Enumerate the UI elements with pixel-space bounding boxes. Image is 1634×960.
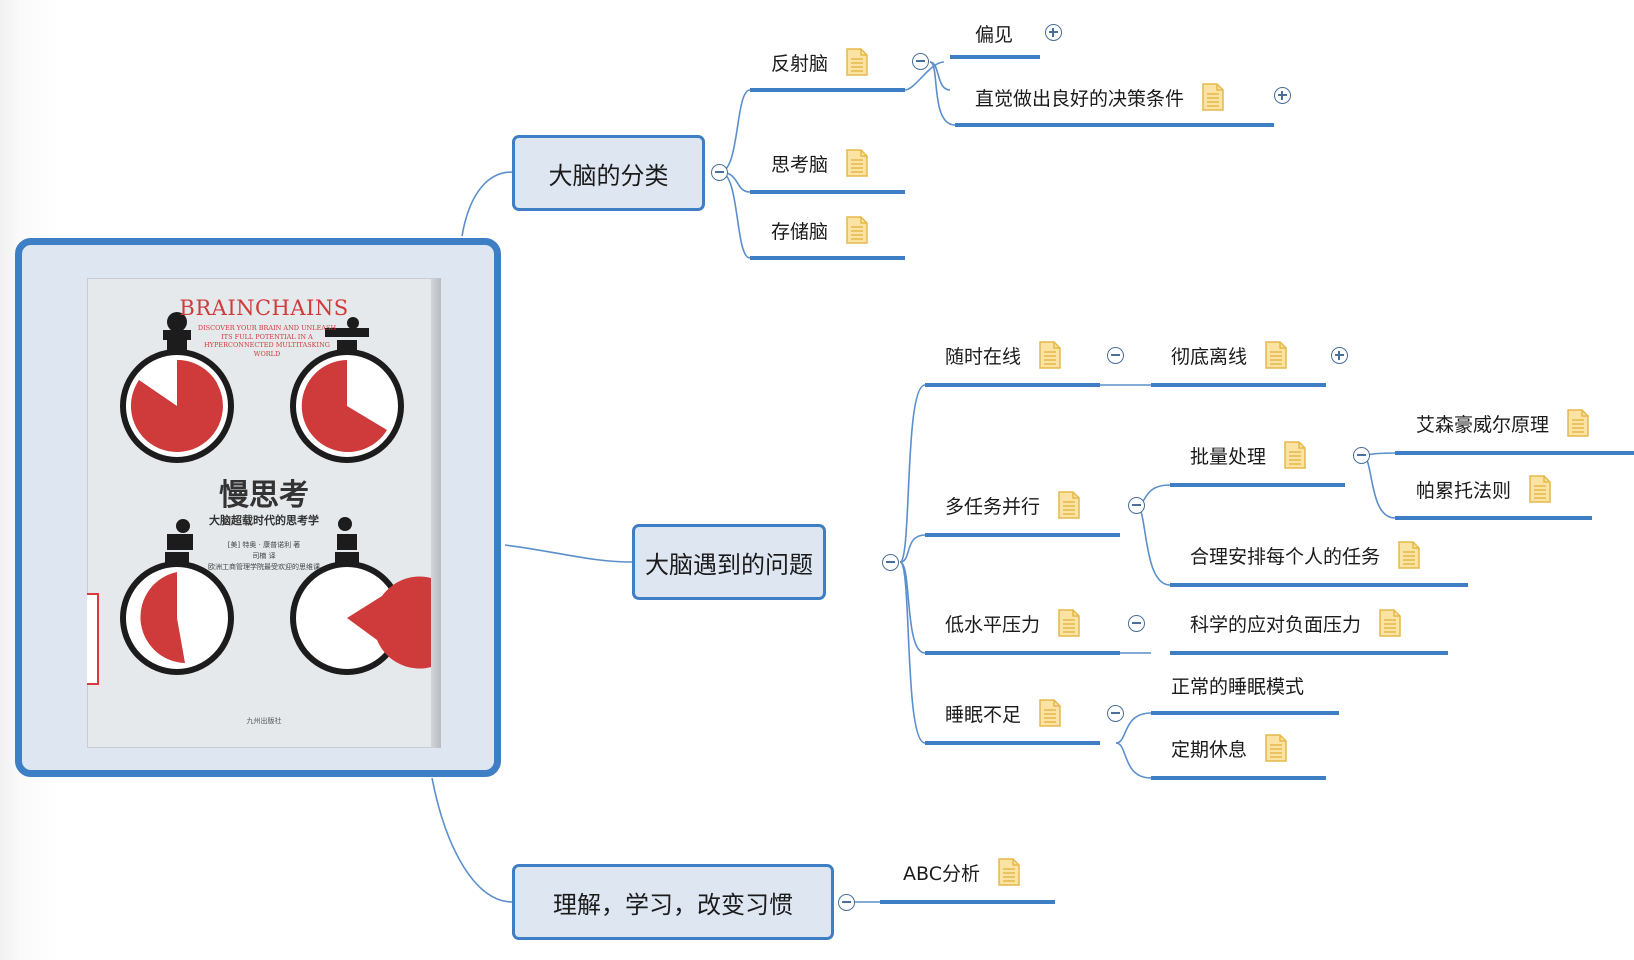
subtopic-label: 多任务并行 bbox=[945, 495, 1041, 518]
note-icon[interactable] bbox=[998, 858, 1020, 886]
note-icon[interactable] bbox=[1529, 475, 1551, 503]
note-icon[interactable] bbox=[846, 48, 868, 76]
subtopic-low-stress[interactable]: 低水平压力 bbox=[945, 608, 1080, 638]
expand-toggle-icon[interactable] bbox=[1331, 347, 1348, 364]
subtopic-sleep-pattern[interactable]: 正常的睡眠模式 bbox=[1171, 670, 1304, 700]
main-topic-label: 大脑遇到的问题 bbox=[645, 550, 813, 579]
note-icon[interactable] bbox=[1058, 491, 1080, 519]
subtopic-abc-analysis[interactable]: ABC分析 bbox=[903, 857, 1020, 887]
subtopic-offline[interactable]: 彻底离线 bbox=[1171, 340, 1287, 370]
collapse-toggle-icon[interactable] bbox=[1128, 615, 1145, 632]
note-icon[interactable] bbox=[1379, 609, 1401, 637]
subtopic-label: 偏见 bbox=[975, 23, 1014, 46]
subtopic-label: 低水平压力 bbox=[945, 613, 1041, 636]
note-icon[interactable] bbox=[1039, 699, 1061, 727]
subtopic-eisenhower[interactable]: 艾森豪威尔原理 bbox=[1416, 408, 1589, 438]
subtopic-pareto[interactable]: 帕累托法则 bbox=[1416, 474, 1551, 504]
subtopic-regular-rest[interactable]: 定期休息 bbox=[1171, 733, 1287, 763]
main-topic-label: 大脑的分类 bbox=[548, 161, 669, 190]
cover-translator: 司楠 译 bbox=[252, 552, 276, 560]
subtopic-multitasking[interactable]: 多任务并行 bbox=[945, 490, 1080, 520]
main-topic-label: 理解，学习，改变习惯 bbox=[553, 890, 793, 919]
collapse-toggle-icon[interactable] bbox=[882, 554, 899, 571]
subtopic-label: 合理安排每个人的任务 bbox=[1190, 545, 1381, 568]
subtopic-arrange-tasks[interactable]: 合理安排每个人的任务 bbox=[1190, 540, 1420, 570]
subtopic-thinking[interactable]: 思考脑 bbox=[771, 148, 868, 178]
main-topic-problems[interactable]: 大脑遇到的问题 bbox=[632, 524, 826, 600]
cover-clock-illustration bbox=[120, 312, 441, 675]
subtopic-label: 艾森豪威尔原理 bbox=[1416, 413, 1550, 436]
note-icon[interactable] bbox=[846, 149, 868, 177]
note-icon[interactable] bbox=[1265, 734, 1287, 762]
subtopic-label: 帕累托法则 bbox=[1416, 479, 1512, 502]
subtopic-label: 存储脑 bbox=[771, 220, 829, 243]
note-icon[interactable] bbox=[1567, 409, 1589, 437]
note-icon[interactable] bbox=[1202, 83, 1224, 111]
subtopic-intuition[interactable]: 直觉做出良好的决策条件 bbox=[975, 82, 1224, 112]
subtopic-label: 正常的睡眠模式 bbox=[1171, 675, 1305, 698]
cover-subtitle: 大脑超载时代的思考学 bbox=[209, 514, 319, 527]
subtopic-label: 反射脑 bbox=[771, 52, 829, 75]
cover-title: 慢思考 bbox=[219, 478, 309, 513]
cover-spine-edge bbox=[431, 278, 441, 748]
cover-publisher: 九州出版社 bbox=[246, 717, 282, 725]
collapse-toggle-icon[interactable] bbox=[838, 894, 855, 911]
cover-tagline: 欧洲工商管理学院最受欢迎的思维课 bbox=[208, 563, 320, 571]
subtopic-label: 思考脑 bbox=[771, 153, 829, 176]
subtopic-label: 定期休息 bbox=[1171, 738, 1248, 761]
cover-author: [美] 特奥 · 康普诺利 著 bbox=[227, 541, 301, 549]
subtopic-batch-processing[interactable]: 批量处理 bbox=[1190, 440, 1306, 470]
main-topic-classification[interactable]: 大脑的分类 bbox=[512, 135, 705, 211]
subtopic-label: 科学的应对负面压力 bbox=[1190, 613, 1362, 636]
subtopic-label: 直觉做出良好的决策条件 bbox=[975, 87, 1185, 110]
subtopic-label: ABC分析 bbox=[903, 862, 980, 885]
note-icon[interactable] bbox=[1039, 341, 1061, 369]
central-topic[interactable]: BRAINCHAINS DISCOVER YOUR BRAIN AND UNLE… bbox=[15, 238, 501, 777]
note-icon[interactable] bbox=[1058, 609, 1080, 637]
subtopic-label: 批量处理 bbox=[1190, 445, 1267, 468]
subtopic-cope-stress[interactable]: 科学的应对负面压力 bbox=[1190, 608, 1401, 638]
cover-credits: [美] 特奥 · 康普诺利 著 司楠 译 欧洲工商管理学院最受欢迎的思维课 bbox=[87, 540, 441, 573]
note-icon[interactable] bbox=[846, 216, 868, 244]
subtopic-label: 彻底离线 bbox=[1171, 345, 1248, 368]
note-icon[interactable] bbox=[1284, 441, 1306, 469]
subtopic-label: 随时在线 bbox=[945, 345, 1022, 368]
book-cover-image: BRAINCHAINS DISCOVER YOUR BRAIN AND UNLE… bbox=[87, 278, 441, 748]
note-icon[interactable] bbox=[1398, 541, 1420, 569]
main-topic-habits[interactable]: 理解，学习，改变习惯 bbox=[512, 864, 834, 940]
subtopic-reflex[interactable]: 反射脑 bbox=[771, 47, 868, 77]
cover-subtitle-en: DISCOVER YOUR BRAIN AND UNLEASH ITS FULL… bbox=[197, 324, 337, 358]
cover-label-tab bbox=[87, 593, 99, 685]
collapse-toggle-icon[interactable] bbox=[1107, 705, 1124, 722]
subtopic-label: 睡眠不足 bbox=[945, 703, 1022, 726]
subtopic-sleep[interactable]: 睡眠不足 bbox=[945, 698, 1061, 728]
collapse-toggle-icon[interactable] bbox=[711, 164, 728, 181]
subtopic-bias[interactable]: 偏见 bbox=[975, 18, 1013, 48]
collapse-toggle-icon[interactable] bbox=[1353, 447, 1370, 464]
collapse-toggle-icon[interactable] bbox=[912, 53, 929, 70]
expand-toggle-icon[interactable] bbox=[1274, 87, 1291, 104]
collapse-toggle-icon[interactable] bbox=[1128, 497, 1145, 514]
subtopic-always-online[interactable]: 随时在线 bbox=[945, 340, 1061, 370]
cover-brand: BRAINCHAINS bbox=[179, 296, 349, 320]
subtopic-storage[interactable]: 存储脑 bbox=[771, 215, 868, 245]
collapse-toggle-icon[interactable] bbox=[1107, 347, 1124, 364]
note-icon[interactable] bbox=[1265, 341, 1287, 369]
expand-toggle-icon[interactable] bbox=[1045, 24, 1062, 41]
